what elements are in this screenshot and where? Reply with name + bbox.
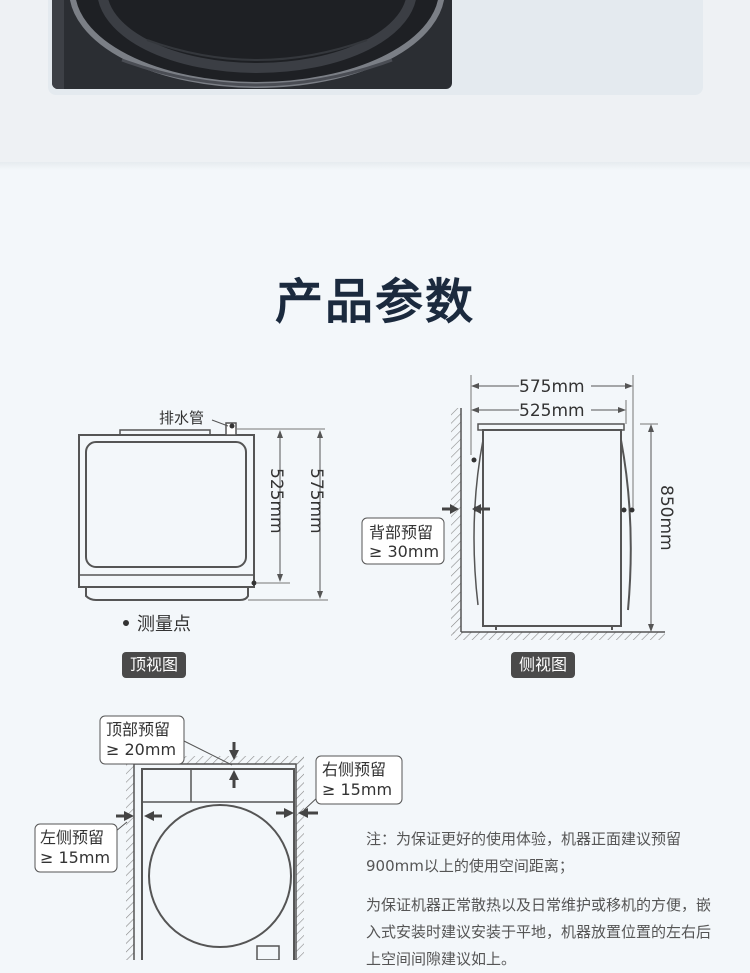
top-view-drawing: 排水管 525mm 575mm 测量点 xyxy=(78,409,328,635)
side-width-inner-label: 525mm xyxy=(519,401,585,421)
measure-point-label: 测量点 xyxy=(137,614,191,635)
side-view-body xyxy=(482,429,622,627)
note-front-space: 注：为保证更好的使用体验，机器正面建议预留900mm以上的使用空间距离； xyxy=(366,830,682,875)
section-divider xyxy=(0,162,750,170)
page-title: 产品参数 xyxy=(274,274,475,330)
top-depth-inner-label: 525mm xyxy=(266,468,286,534)
side-view-badge: 侧视图 xyxy=(511,652,576,678)
side-height-label: 850mm xyxy=(656,485,676,551)
left-clearance-value: ≥ 15mm xyxy=(40,848,110,867)
note-installation: 为保证机器正常散热以及日常维护或移机的方便，嵌入式安装时建议安装于平地，机器放置… xyxy=(366,896,712,968)
front-view-body xyxy=(141,768,295,960)
top-view-lid xyxy=(85,441,247,568)
side-view-door xyxy=(620,439,632,611)
top-clearance-callout xyxy=(99,715,185,765)
back-clearance-value: ≥ 30mm xyxy=(369,542,439,561)
top-clearance-label: 顶部预留 xyxy=(106,720,170,739)
top-view-badge: 顶视图 xyxy=(122,652,187,678)
front-view-drawing: 顶部预留 ≥ 20mm 右侧预留 ≥ 15mm 左侧预留 ≥ 15mm xyxy=(34,715,403,960)
top-depth-outer-label: 575mm xyxy=(306,468,326,534)
measure-point-dot xyxy=(123,620,129,626)
top-view-body xyxy=(78,434,255,588)
right-clearance-label: 右侧预留 xyxy=(322,760,386,779)
back-clearance-label: 背部预留 xyxy=(369,523,433,542)
washer-drum-photo xyxy=(52,0,452,89)
top-clearance-value: ≥ 20mm xyxy=(106,740,176,759)
side-view-drawing: 575mm 525mm 850mm 背部预留 ≥ 30mm xyxy=(361,375,676,640)
right-clearance-value: ≥ 15mm xyxy=(322,780,392,799)
left-clearance-label: 左侧预留 xyxy=(40,828,104,847)
drain-pipe-label: 排水管 xyxy=(159,409,204,427)
right-clearance-callout xyxy=(315,755,403,805)
back-clearance-callout xyxy=(361,517,445,565)
top-view-base xyxy=(85,587,249,601)
side-width-outer-label: 575mm xyxy=(519,377,585,397)
left-clearance-callout xyxy=(34,823,118,873)
front-view-door xyxy=(148,804,292,948)
